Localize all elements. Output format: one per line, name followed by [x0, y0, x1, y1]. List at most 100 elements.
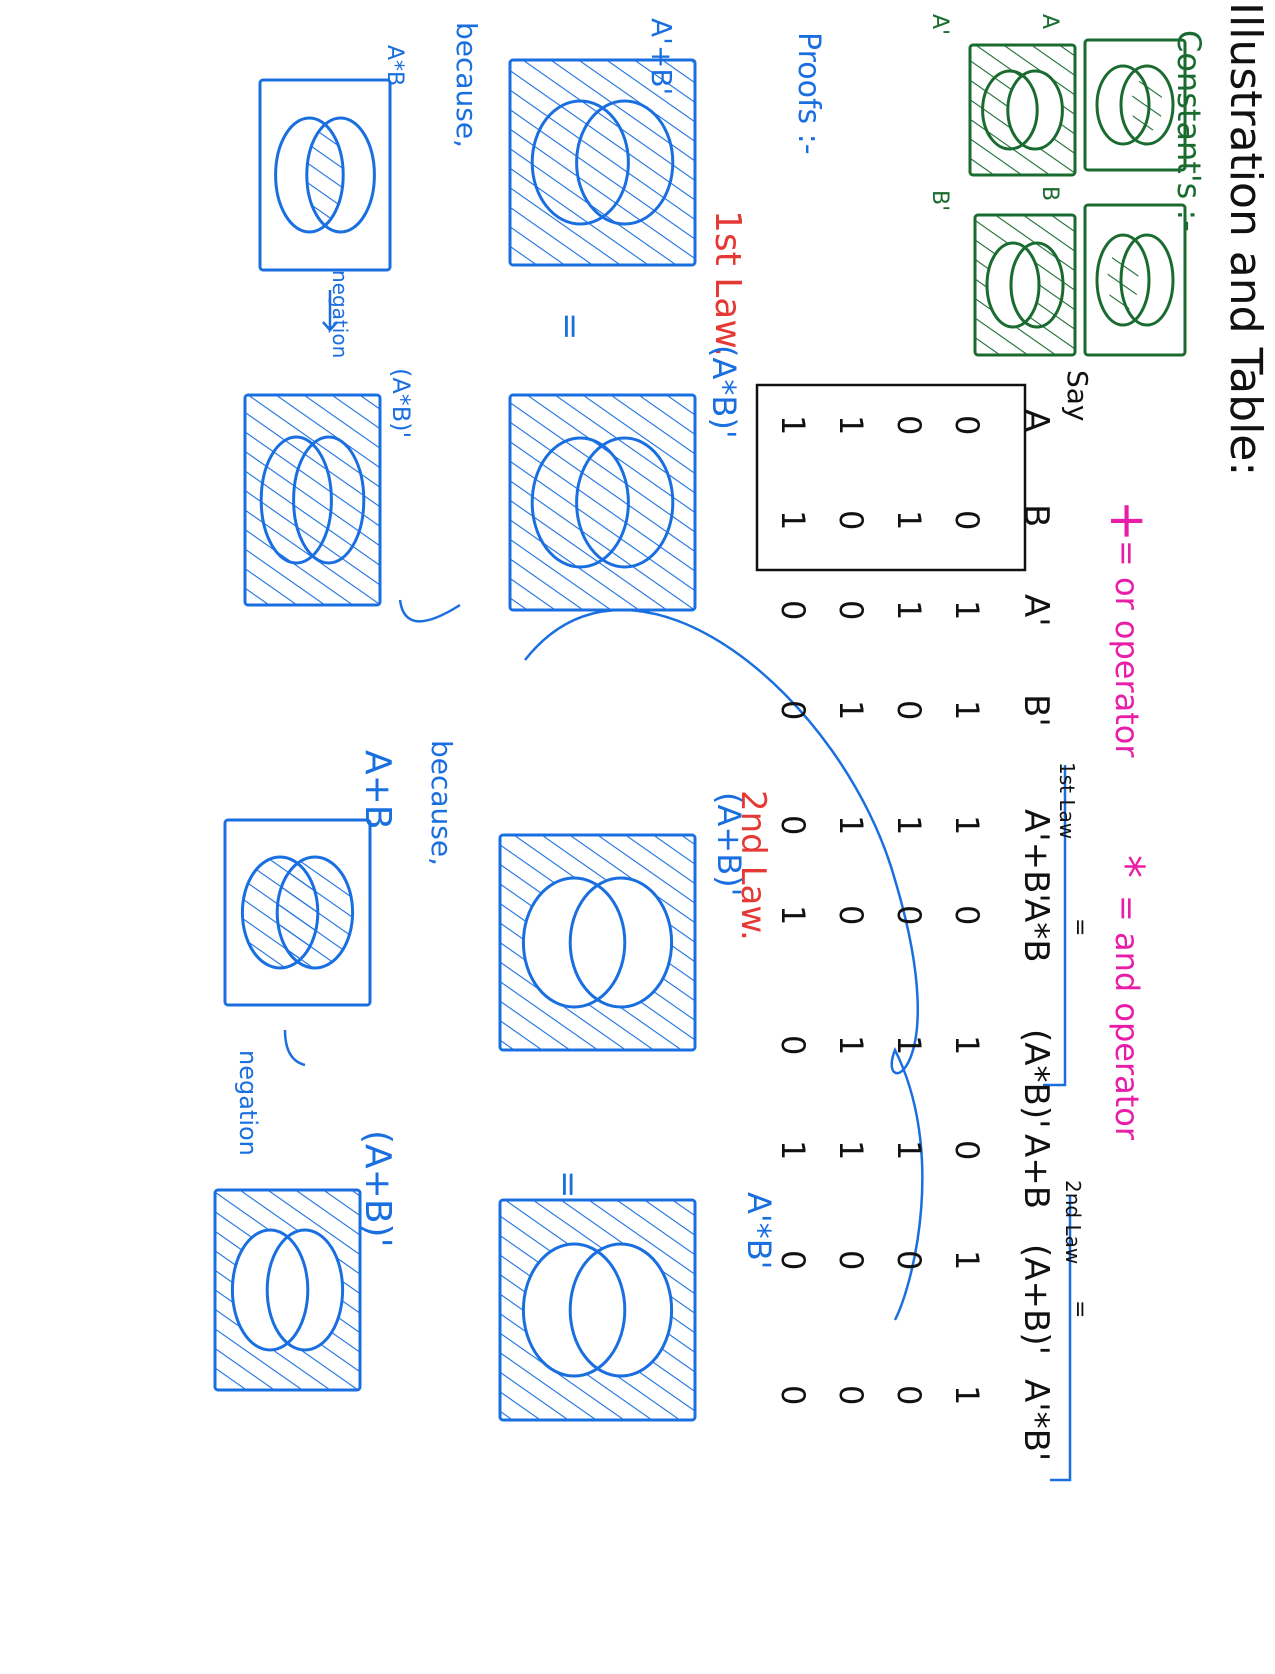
a-prime-plus-b-prime-label: A'+B'	[645, 18, 678, 96]
constants-label: Constant's :-	[1170, 30, 1208, 232]
second-law-equals-sign: =	[548, 1170, 588, 1199]
table-cell-r2-c7: 1	[832, 1140, 870, 1161]
table-cell-r0-c0: 0	[948, 415, 986, 436]
or-symbol: +	[1099, 500, 1157, 542]
table-cell-r1-c2: 1	[890, 600, 928, 621]
table-header-0: A	[1016, 409, 1056, 433]
table-cell-r0-c3: 1	[948, 700, 986, 721]
because-label-2: because,	[425, 740, 458, 867]
venn-a-plus-b-neg	[498, 833, 697, 1052]
constant-b-prime-label: B'	[927, 190, 952, 212]
first-law-title: 1st Law.	[707, 210, 748, 357]
negation-label-2: negation	[234, 1050, 262, 1156]
because-label: because,	[450, 22, 483, 149]
venn-a-plus-b-neg-right	[213, 1188, 362, 1392]
table-cell-r3-c8: 0	[774, 1250, 812, 1271]
table-cell-r2-c6: 1	[832, 1035, 870, 1056]
table-header-8: (A+B)'	[1016, 1244, 1056, 1355]
first-law-equals: =	[1067, 918, 1092, 937]
first-law-bracket	[1043, 765, 1067, 1087]
a-plus-b-neg-label-2: (A+B)'	[357, 1130, 398, 1248]
table-cell-r3-c9: 0	[774, 1385, 812, 1406]
and-symbol: *	[1100, 855, 1154, 878]
a-plus-b-label: A+B	[357, 750, 398, 830]
table-header-6: (A*B)'	[1016, 1029, 1056, 1129]
table-cell-r0-c7: 0	[948, 1140, 986, 1161]
table-cell-r2-c1: 0	[832, 510, 870, 531]
negation-arrow-2	[283, 1029, 306, 1067]
second-law-equals: =	[1067, 1300, 1092, 1319]
table-cell-r1-c3: 0	[890, 700, 928, 721]
table-cell-r2-c5: 0	[832, 905, 870, 926]
table-cell-r1-c9: 0	[890, 1385, 928, 1406]
venn-a-prime-plus-b-prime	[508, 58, 697, 267]
table-cell-r0-c5: 0	[948, 905, 986, 926]
a-and-b-neg-label-2: (A*B)'	[387, 368, 415, 439]
table-cell-r2-c2: 0	[832, 600, 870, 621]
proofs-label: Proofs :-	[791, 32, 826, 155]
table-cell-r0-c2: 1	[948, 600, 986, 621]
venn-constant-b	[1083, 203, 1187, 357]
curved-arrow-1	[398, 599, 461, 623]
table-header-9: A'*B'	[1016, 1379, 1056, 1462]
venn-a-and-b-neg-left	[508, 393, 697, 612]
say-label: Say	[1061, 370, 1094, 422]
page-title: Illustration and Table:	[1220, 2, 1271, 477]
table-cell-r2-c9: 0	[832, 1385, 870, 1406]
big-loop-arrow	[524, 609, 924, 1321]
table-cell-r3-c3: 0	[774, 700, 812, 721]
negation-arrow	[322, 290, 338, 334]
venn-a-and-b-neg-right	[243, 393, 382, 607]
table-cell-r1-c1: 1	[890, 510, 928, 531]
table-cell-r3-c4: 0	[774, 815, 812, 836]
table-cell-r1-c8: 0	[890, 1250, 928, 1271]
table-cell-r3-c0: 1	[774, 415, 812, 436]
venn-a-and-b	[258, 78, 392, 272]
table-cell-r0-c1: 0	[948, 510, 986, 531]
table-header-4: A'+B'	[1016, 809, 1056, 903]
first-law-mark: 1st Law	[1055, 762, 1079, 840]
table-header-1: B	[1016, 504, 1056, 528]
table-header-7: A+B	[1016, 1134, 1056, 1210]
table-cell-r0-c9: 1	[948, 1385, 986, 1406]
table-cell-r3-c1: 1	[774, 510, 812, 531]
table-cell-r2-c0: 1	[832, 415, 870, 436]
table-cell-r2-c3: 1	[832, 700, 870, 721]
table-cell-r3-c7: 1	[774, 1140, 812, 1161]
venn-a-plus-b	[223, 818, 372, 1007]
table-cell-r1-c4: 1	[890, 815, 928, 836]
second-law-title: 2nd Law.	[733, 790, 773, 941]
second-law-bracket	[1050, 1195, 1072, 1482]
table-cell-r3-c2: 0	[774, 600, 812, 621]
first-law-equals-sign: =	[550, 312, 590, 341]
second-law-mark: 2nd Law	[1061, 1180, 1085, 1265]
table-header-5: A*B	[1016, 899, 1056, 963]
table-header-2: A'	[1016, 594, 1056, 627]
negation-label: negation	[328, 270, 352, 359]
and-definition: = and operator	[1108, 895, 1146, 1140]
venn-constant-a	[1083, 38, 1187, 172]
truth-table-frame	[755, 383, 1027, 572]
table-cell-r0-c4: 1	[948, 815, 986, 836]
constant-a-label: A	[1037, 14, 1062, 30]
table-cell-r1-c6: 1	[890, 1035, 928, 1056]
table-cell-r2-c4: 1	[832, 815, 870, 836]
table-cell-r1-c0: 0	[890, 415, 928, 436]
table-cell-r3-c6: 0	[774, 1035, 812, 1056]
a-and-b-label: A*B	[382, 45, 407, 87]
table-cell-r0-c6: 1	[948, 1035, 986, 1056]
a-and-b-neg-label: (A*B)'	[705, 345, 743, 439]
venn-a-prime-and-b-prime	[498, 1198, 697, 1422]
venn-constant-a-prime	[968, 43, 1077, 177]
table-cell-r1-c7: 1	[890, 1140, 928, 1161]
constant-a-prime-label: A'	[927, 14, 952, 36]
or-definition: = or operator	[1108, 540, 1146, 758]
table-cell-r1-c5: 0	[890, 905, 928, 926]
constant-b-label: B	[1037, 186, 1062, 202]
table-cell-r2-c8: 0	[832, 1250, 870, 1271]
venn-constant-b-prime	[973, 213, 1077, 357]
a-prime-and-b-prime-label: A'*B'	[740, 1192, 778, 1270]
table-header-3: B'	[1016, 694, 1056, 727]
